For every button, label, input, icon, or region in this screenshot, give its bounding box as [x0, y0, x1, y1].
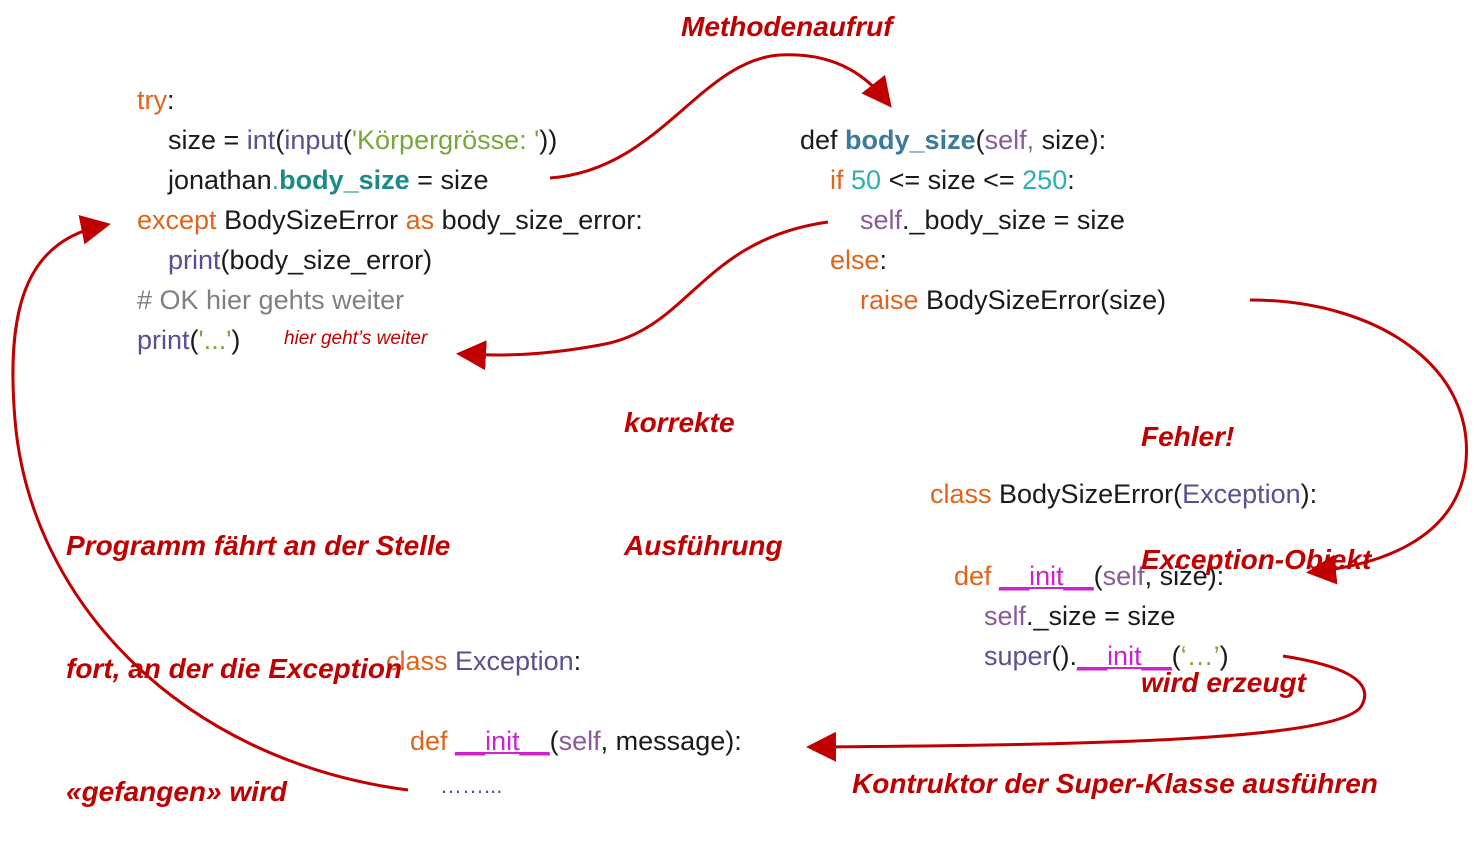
- bse-self-size-line: self._size = size: [984, 601, 1176, 631]
- method-call-arrow: [549, 53, 892, 180]
- korrekte-line-1: korrekte: [624, 407, 735, 438]
- fehler-label: Fehler! Exception-Objekt wird erzeugt: [1141, 334, 1371, 744]
- bse-super-init-line: super().__init__(‘…’): [984, 641, 1229, 671]
- korrekte-line-2: Ausführung: [624, 530, 783, 561]
- bse-init-def-line: def __init__(self, size):: [954, 561, 1225, 591]
- correct-execution-arrow: [456, 220, 829, 371]
- methodenaufruf-label: Methodenaufruf: [681, 11, 893, 42]
- exception-ellipsis-line: ……...: [440, 773, 503, 798]
- konstruktor-label: Kontruktor der Super-Klasse ausführen: [852, 768, 1378, 799]
- try-line: try:: [137, 85, 175, 115]
- else-line: else:: [830, 245, 888, 275]
- programm-label: Programm fährt an der Stelle fort, an de…: [66, 443, 450, 853]
- programm-line-2: fort, an der die Exception: [66, 653, 403, 684]
- arrows-layer: [11, 53, 1468, 792]
- def-body-size-line: def body_size(self, size):: [800, 125, 1107, 155]
- print-continue-line: print('...'): [137, 325, 241, 355]
- body-size-assign-line: jonathan.body_size = size: [168, 165, 489, 195]
- fehler-line-2: Exception-Objekt: [1141, 544, 1372, 575]
- if-range-line: if 50 <= size <= 250:: [830, 165, 1075, 195]
- class-exception-line: class Exception:: [386, 646, 582, 676]
- comment-line: # OK hier gehts weiter: [137, 285, 405, 315]
- programm-line-3: «gefangen» wird: [66, 776, 287, 807]
- exception-init-def-line: def __init__(self, message):: [410, 726, 742, 756]
- self-body-size-line: self._body_size = size: [860, 205, 1125, 235]
- hier-gehts-weiter-note: hier geht’s weiter: [284, 328, 428, 349]
- error-raise-arrow: [1249, 298, 1468, 585]
- size-input-line: size = int(input('Körpergrösse: ')): [168, 125, 558, 155]
- catch-return-arrow: [11, 215, 409, 792]
- raise-line: raise BodySizeError(size): [860, 285, 1167, 315]
- fehler-line-1: Fehler!: [1141, 421, 1235, 452]
- except-line: except BodySizeError as body_size_error:: [137, 205, 643, 235]
- programm-line-1: Programm fährt an der Stelle: [66, 530, 451, 561]
- print-error-line: print(body_size_error): [168, 245, 433, 275]
- class-bodysizeerror-line: class BodySizeError(Exception):: [930, 479, 1318, 509]
- korrekte-ausfuehrung-label: korrekte Ausführung: [624, 320, 783, 607]
- fehler-line-3: wird erzeugt: [1141, 667, 1306, 698]
- super-init-arrow: [806, 654, 1367, 762]
